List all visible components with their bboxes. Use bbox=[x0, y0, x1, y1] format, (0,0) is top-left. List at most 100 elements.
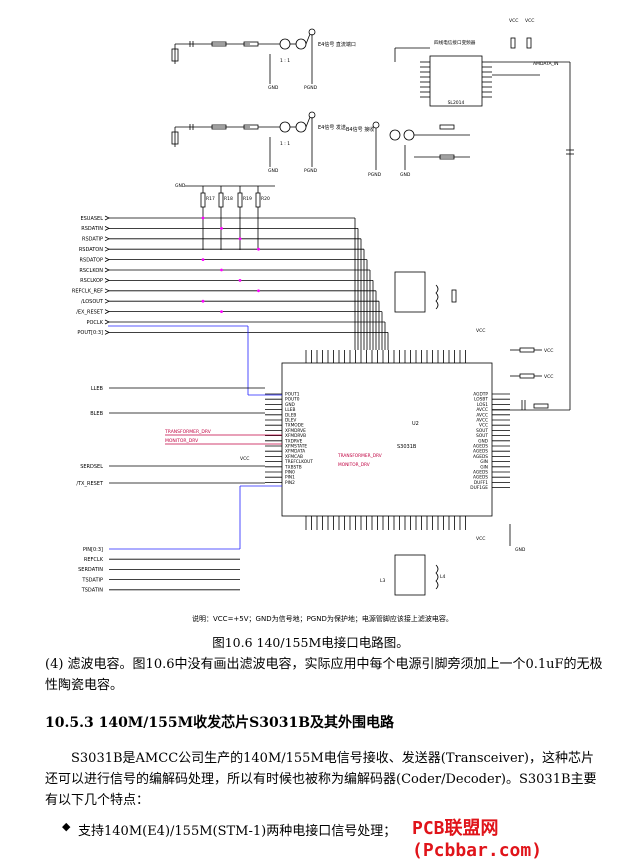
port-arrow bbox=[104, 236, 110, 242]
port-arrow bbox=[104, 215, 110, 221]
chip-ref: U2 bbox=[412, 421, 419, 427]
junction-dot bbox=[257, 289, 260, 293]
port-arrow bbox=[104, 330, 110, 335]
net-label: VCC bbox=[476, 536, 485, 542]
bullet-marker: ◆ bbox=[62, 820, 71, 833]
junction-dot bbox=[220, 268, 223, 272]
ref-designator: L4 bbox=[440, 574, 446, 580]
net-label: TRANSFORMER_DRV bbox=[164, 429, 212, 435]
signal-name: /LOSOUT bbox=[81, 299, 104, 305]
chip-pin-label: DLEV bbox=[285, 418, 296, 424]
resistor bbox=[255, 192, 261, 208]
net-label: VCC bbox=[476, 328, 485, 334]
port-arrow bbox=[104, 319, 110, 325]
signal-name: ESUASEL bbox=[80, 216, 103, 222]
chip-pin-label: XFMDRVE bbox=[285, 428, 306, 434]
chip-pin-label: AVCC bbox=[476, 418, 488, 424]
chip-pin-label: TXBSTB bbox=[284, 464, 302, 470]
chip-pin-label: DUF1GE bbox=[470, 485, 488, 491]
chip-pin-label: DLEB bbox=[285, 412, 296, 418]
ref-designator: R18 bbox=[224, 196, 233, 202]
signal-name: PIN[0:3] bbox=[83, 547, 103, 553]
chip-pin-label: TXMODE bbox=[284, 423, 304, 429]
net-label: MONITOR_DRV bbox=[338, 462, 370, 468]
paragraph-s3031b-intro: S3031B是AMCC公司生产的140M/155M电信号接收、发送器(Trans… bbox=[45, 751, 597, 808]
chip-pin-label: AGEDS bbox=[473, 449, 488, 455]
signal-name: POCLK bbox=[86, 320, 103, 326]
transformer bbox=[403, 129, 415, 141]
transformer bbox=[279, 38, 291, 50]
junction-dot bbox=[220, 310, 223, 313]
signal-name: RSDATIP bbox=[82, 237, 103, 243]
transformer bbox=[295, 38, 307, 50]
port-arrow bbox=[104, 267, 110, 273]
ratio-label: 1 : 1 bbox=[280, 58, 290, 64]
chip-pin-label: TXDRVE bbox=[284, 438, 303, 444]
net-label: PGND bbox=[368, 172, 382, 178]
resistor bbox=[171, 131, 179, 145]
schematic-note: 说明：VCC=+5V；GND为信号地；PGND为保护地；电源管脚应该接上滤波电容… bbox=[192, 615, 453, 623]
signal-name: LLEB bbox=[91, 386, 104, 392]
chip-pin-label: AGEDS bbox=[473, 470, 488, 476]
chip-pin-label: AVCC bbox=[476, 412, 488, 418]
junction-dot bbox=[238, 279, 242, 282]
ratio-label: 1 : 1 bbox=[280, 141, 290, 147]
net-label: VCC bbox=[509, 18, 518, 24]
resistor bbox=[519, 347, 535, 353]
net-label: GND bbox=[175, 183, 186, 189]
resistor bbox=[200, 192, 206, 208]
chip-sl2014 bbox=[429, 55, 483, 107]
component-group bbox=[394, 271, 426, 313]
resistor bbox=[171, 48, 179, 62]
resistor bbox=[519, 373, 535, 379]
resistor bbox=[526, 37, 532, 49]
signal-name: REFCLK bbox=[84, 557, 104, 563]
signal-name: RSCLKOP bbox=[80, 278, 103, 284]
chip-pin-label: AGEDS bbox=[473, 454, 488, 460]
watermark-logo: PCB联盟网 (Pcbbar.com) bbox=[412, 818, 543, 861]
chip-pin-label: GIN bbox=[480, 464, 488, 470]
junction-dot bbox=[257, 247, 260, 251]
signal-name: RSDATIN bbox=[81, 226, 103, 232]
net-label: MONITOR_DRV bbox=[165, 438, 199, 444]
net-label: GND bbox=[268, 168, 279, 174]
signal-name: SERDATIN bbox=[78, 567, 103, 573]
chip-pin-label: SOUT bbox=[476, 428, 488, 434]
net-label: AMDATA_IN bbox=[533, 61, 559, 67]
resistor bbox=[439, 124, 455, 130]
port-label: B4信号 接收 bbox=[346, 126, 374, 133]
chip-pin-label: AGDTP bbox=[473, 392, 488, 398]
signal-name: SERDSEL bbox=[80, 464, 103, 470]
section-heading: 10.5.3 140M/155M收发芯片S3031B及其外围电路 bbox=[45, 715, 395, 731]
ref-designator: L3 bbox=[380, 578, 386, 584]
resistor bbox=[510, 37, 516, 49]
chip-pin-label: LOS1 bbox=[477, 402, 488, 408]
transformer bbox=[295, 121, 307, 133]
inductor bbox=[435, 284, 439, 310]
net-label: VCC bbox=[240, 456, 249, 462]
chip-pin-label: TREFCLKOUT bbox=[284, 459, 313, 465]
bullet-item: 支持140M(E4)/155M(STM-1)两种电接口信号处理； bbox=[78, 824, 397, 839]
chip-pin-label: DUFF1 bbox=[474, 480, 488, 486]
ref-designator: R20 bbox=[261, 196, 270, 202]
chip-pin-label: XFMDRVB bbox=[285, 433, 306, 439]
wire bbox=[305, 33, 311, 45]
chip-pin-label: XFMDATA bbox=[285, 449, 305, 455]
paragraph-filter-capacitor: (4) 滤波电容。图10.6中没有画出滤波电容，实际应用中每个电源引脚旁须加上一… bbox=[45, 657, 603, 693]
signal-name: POUT[0:3] bbox=[77, 330, 103, 336]
port-arrow bbox=[104, 278, 110, 283]
net-label: VCC bbox=[544, 348, 553, 354]
ref-designator: R17 bbox=[206, 196, 215, 202]
chip-pin-label: AVCC bbox=[476, 407, 488, 413]
chip-pin-label: AGEDS bbox=[473, 475, 488, 481]
figure-caption: 图10.6 140/155M电接口电路图。 bbox=[212, 635, 409, 650]
chip-pin-label: AGEDS bbox=[473, 444, 488, 450]
inductor bbox=[435, 564, 439, 590]
wire bbox=[305, 116, 311, 128]
chip-pin-label: LOSBT bbox=[474, 397, 488, 403]
port-arrow bbox=[104, 288, 110, 294]
transformer bbox=[279, 121, 291, 133]
port-arrow bbox=[104, 226, 110, 231]
transformer bbox=[389, 129, 401, 141]
chip-name: S3031B bbox=[397, 444, 417, 450]
